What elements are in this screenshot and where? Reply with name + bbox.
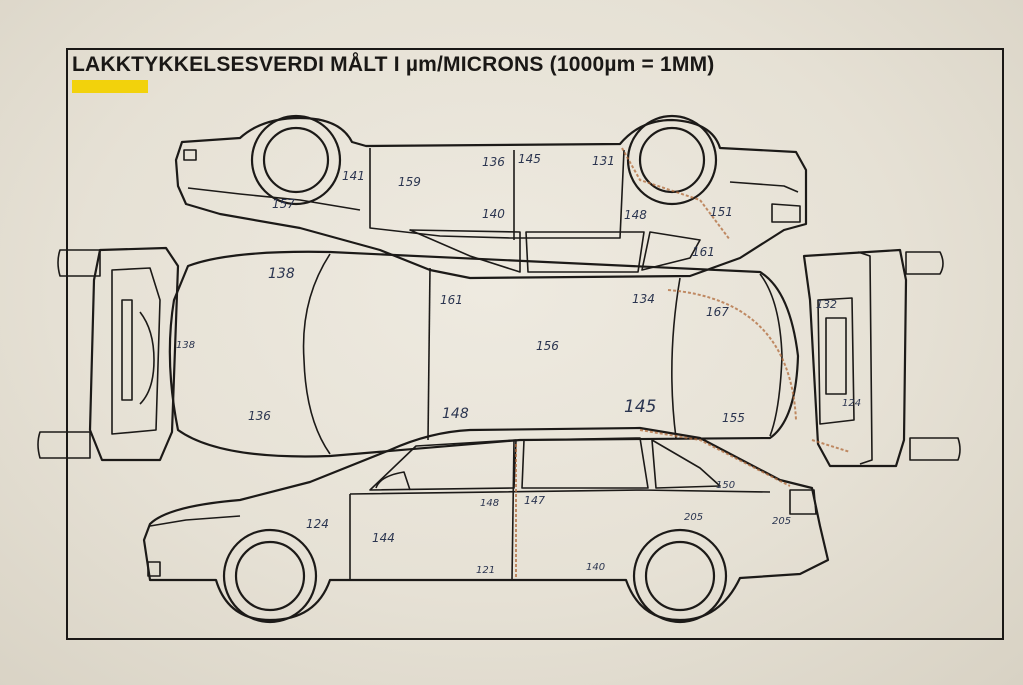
measurement-value: 145 xyxy=(624,397,656,417)
measurement-value: 124 xyxy=(306,517,329,531)
measurement-value: 138 xyxy=(268,266,295,282)
top-side-view xyxy=(174,114,808,280)
measurement-value: 141 xyxy=(342,169,365,183)
measurement-value: 205 xyxy=(684,512,703,523)
measurement-value: 157 xyxy=(272,197,295,211)
page-title: LAKKTYKKELSESVERDI MÅLT I µm/MICRONS (10… xyxy=(72,53,715,76)
measurement-value: 144 xyxy=(372,531,395,545)
measurement-value: 159 xyxy=(398,175,421,189)
measurement-value: 161 xyxy=(692,245,715,259)
measurement-value: 148 xyxy=(442,406,469,422)
measurement-value: 136 xyxy=(482,155,505,169)
measurement-value: 151 xyxy=(710,205,733,219)
measurement-value: 124 xyxy=(842,398,861,409)
measurement-value: 136 xyxy=(248,409,271,423)
measurement-value: 156 xyxy=(536,339,559,353)
measurement-value: 148 xyxy=(624,208,647,222)
roof-plan-view xyxy=(37,246,961,468)
measurement-value: 205 xyxy=(772,516,791,527)
measurement-value: 147 xyxy=(524,494,545,507)
measurement-value: 132 xyxy=(816,298,837,311)
measurement-value: 134 xyxy=(632,292,655,306)
bottom-side-view xyxy=(142,426,830,624)
measurement-labels: 141 159 136 145 131 157 140 148 151 161 … xyxy=(176,152,861,576)
measurement-value: 161 xyxy=(440,293,463,307)
measurement-value: 131 xyxy=(592,154,615,168)
measurement-value: 138 xyxy=(176,340,195,351)
measurement-value: 150 xyxy=(716,480,735,491)
measurement-value: 121 xyxy=(476,565,495,576)
highlight-bar xyxy=(72,80,148,93)
measurement-value: 140 xyxy=(482,207,505,221)
measurement-value: 148 xyxy=(480,498,499,509)
measurement-value: 140 xyxy=(586,562,605,573)
measurement-value: 155 xyxy=(722,411,745,425)
measurement-value: 167 xyxy=(706,305,729,319)
measurement-value: 145 xyxy=(518,152,541,166)
form-border xyxy=(66,48,1004,640)
